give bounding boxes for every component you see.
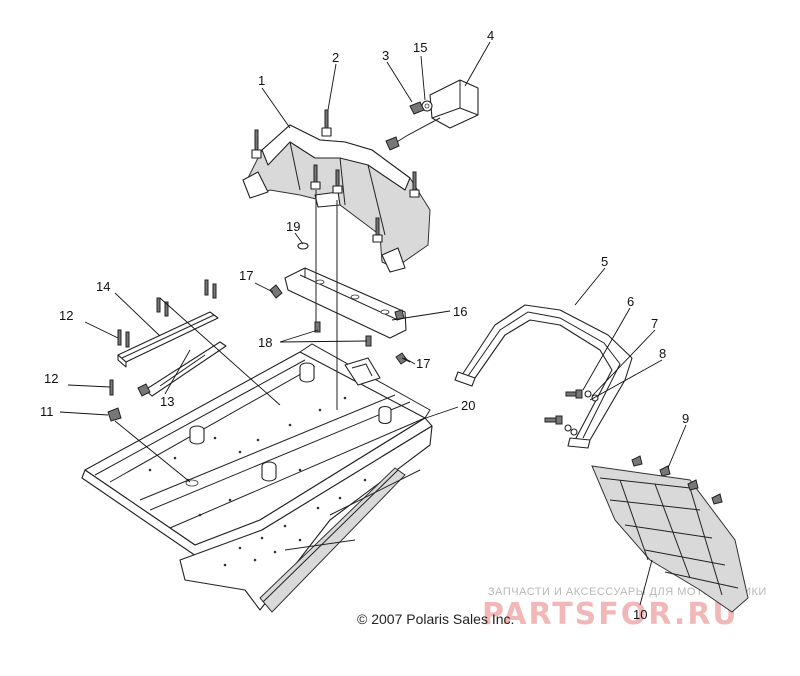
callout-19: 19 — [286, 219, 300, 234]
callout-11: 11 — [40, 404, 54, 419]
callout-15: 15 — [413, 40, 427, 55]
snow-flap — [591, 465, 749, 613]
watermark-top-line: ЗАПЧАСТИ И АКСЕССУАРЫ ДЛЯ МОТОТЕХНИКИ — [488, 586, 767, 598]
mount-plate — [284, 267, 407, 339]
callout-labels: 1 2 3 15 4 19 17 14 12 16 18 17 12 13 11… — [40, 28, 689, 622]
tunnel-bosses — [189, 362, 392, 482]
callout-17-upper: 17 — [239, 268, 253, 283]
rivets-9 — [631, 455, 723, 505]
deck-hole — [185, 479, 199, 487]
callout-17-lower: 17 — [416, 356, 430, 371]
copyright-notice: © 2007 Polaris Sales Inc. — [357, 611, 514, 627]
tunnel-assembly — [81, 343, 433, 613]
callout-2: 2 — [332, 50, 339, 65]
screws-12 — [109, 279, 217, 396]
callout-12-lower: 12 — [44, 371, 58, 386]
rear-grab-bar — [242, 124, 431, 273]
callout-12-upper: 12 — [59, 308, 73, 323]
callout-3: 3 — [382, 48, 389, 63]
bumper-fasteners — [544, 389, 599, 436]
callout-10: 10 — [633, 607, 647, 622]
bracket-14 — [117, 311, 219, 368]
watermark-logo: PARTSFOR.RU — [482, 597, 739, 632]
watermark: ЗАПЧАСТИ И АКСЕССУАРЫ ДЛЯ МОТОТЕХНИКИ PA… — [482, 586, 767, 632]
callout-13: 13 — [160, 394, 174, 409]
callout-1: 1 — [258, 73, 265, 88]
nut-11 — [107, 407, 122, 422]
callout-20: 20 — [461, 398, 475, 413]
callout-6: 6 — [627, 294, 634, 309]
callout-14: 14 — [96, 279, 110, 294]
callout-16: 16 — [453, 304, 467, 319]
taillight-assembly — [385, 79, 479, 151]
rear-bumper — [454, 304, 633, 449]
callout-9: 9 — [682, 411, 689, 426]
callout-4: 4 — [487, 28, 494, 43]
washer — [297, 242, 309, 250]
rivet-18 — [314, 321, 372, 347]
callout-18: 18 — [258, 335, 272, 350]
bracket-13 — [137, 341, 227, 397]
callout-5: 5 — [601, 254, 608, 269]
leader-lines — [59, 41, 687, 606]
grab-bar-bolts — [251, 109, 420, 243]
callout-7: 7 — [651, 316, 658, 331]
callout-8: 8 — [659, 346, 666, 361]
